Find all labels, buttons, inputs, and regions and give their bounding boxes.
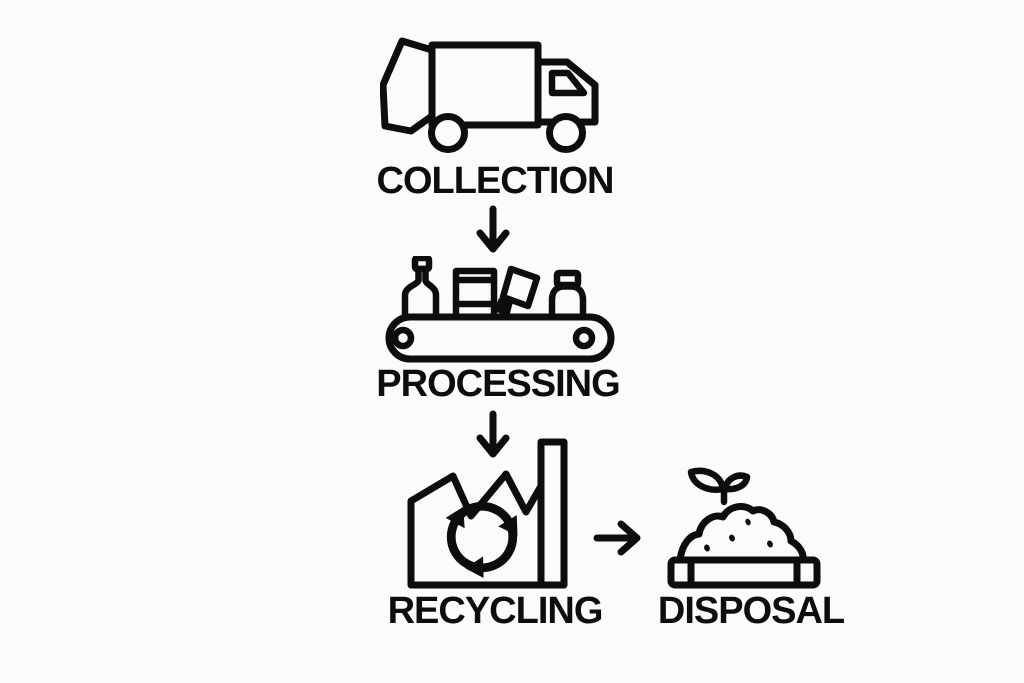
compost-tray — [667, 556, 821, 589]
compost-speck — [704, 544, 710, 552]
compost-speck — [729, 534, 735, 542]
sprout-leaf-right — [721, 472, 751, 493]
arrow-down-icon — [473, 410, 513, 462]
carton-base — [494, 298, 513, 317]
step-label-processing: PROCESSING — [376, 363, 620, 405]
glass-bottle — [401, 265, 440, 321]
compost-pile-icon — [658, 456, 828, 591]
tilted-carton — [499, 265, 541, 310]
truck-front-wheel — [546, 113, 586, 153]
recycle-symbol — [445, 501, 518, 579]
can-label-lines — [452, 276, 498, 308]
truck-body — [428, 41, 542, 129]
recycling-factory-icon — [406, 434, 571, 592]
step-label-disposal: DISPOSAL — [657, 590, 845, 632]
compost-speck — [745, 518, 751, 526]
conveyor-belt-icon — [385, 256, 615, 364]
jar — [548, 283, 587, 321]
step-label-recycling: RECYCLING — [387, 590, 604, 632]
tray-end-lines — [687, 556, 801, 589]
belt-roller-left — [391, 326, 415, 350]
compost-speck — [767, 540, 773, 548]
jar-cap — [553, 269, 582, 289]
truck-hopper — [380, 37, 436, 135]
truck-window — [548, 69, 588, 97]
step-label-collection: COLLECTION — [376, 160, 615, 202]
belt — [385, 313, 615, 363]
sprout-leaf-left — [687, 467, 727, 493]
arrow-down-icon — [473, 205, 513, 257]
truck-rear-wheel — [428, 113, 468, 153]
garbage-truck-icon — [380, 36, 602, 162]
belt-roller-right — [572, 326, 596, 350]
arrow-right-icon — [593, 517, 645, 559]
compost-mound — [676, 502, 807, 564]
